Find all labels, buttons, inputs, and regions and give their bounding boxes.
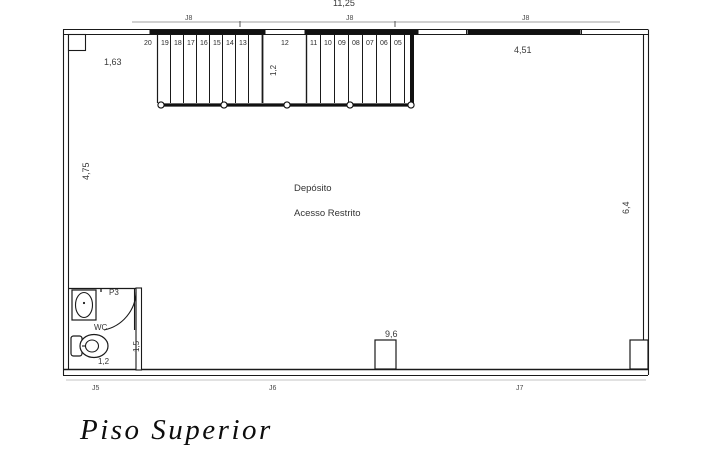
sink-fixture — [71, 289, 97, 321]
top-joint-ticks — [132, 21, 620, 27]
door-p3 — [103, 289, 137, 331]
stair-handrail — [157, 101, 415, 109]
top-beam-segments — [149, 30, 581, 35]
drawing-title: Piso Superior — [80, 414, 273, 446]
staircase — [156, 34, 414, 104]
top-right-opening — [466, 29, 582, 35]
toilet-fixture — [70, 333, 109, 359]
column-top-left — [67, 33, 87, 52]
column-bottom-right — [629, 339, 649, 370]
outer-walls — [62, 28, 650, 377]
column-bottom-center — [374, 339, 397, 370]
